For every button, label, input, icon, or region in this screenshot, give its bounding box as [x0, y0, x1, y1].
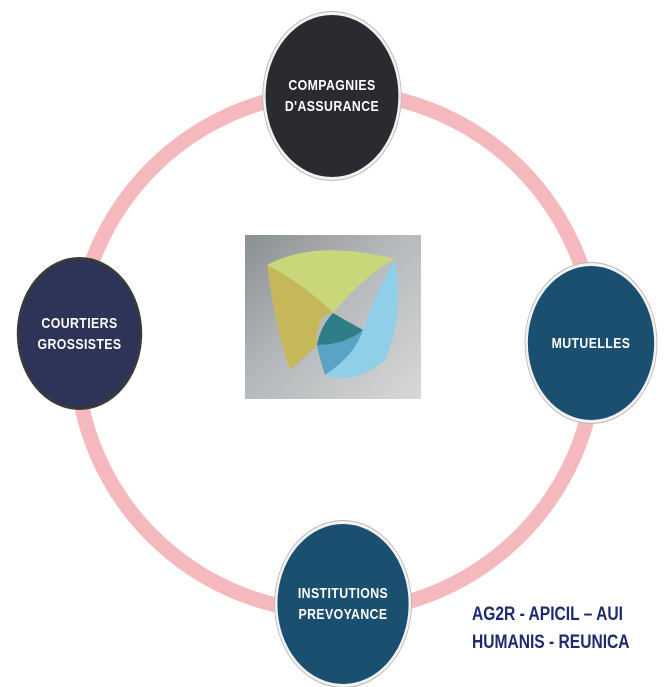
node-left-line2: GROSSISTES — [37, 335, 122, 353]
caption-line-2: HUMANIS - REUNICA — [472, 632, 630, 653]
node-top-line1: COMPAGNIES — [288, 77, 376, 94]
node-institutions-prevoyance: INSTITUTIONS PREVOYANCE — [274, 521, 412, 687]
node-compagnies-assurance: COMPAGNIES D'ASSURANCE — [263, 12, 401, 180]
node-mutuelles: MUTUELLES — [525, 263, 657, 423]
node-bottom-line1: INSTITUTIONS — [297, 585, 389, 602]
caption-line-1: AG2R - APICIL – AUI — [472, 604, 623, 625]
triangular-ribbon-logo-icon — [267, 250, 399, 378]
logo — [245, 235, 421, 399]
node-left-line1: COURTIERS — [41, 314, 118, 332]
node-right-line1: MUTUELLES — [551, 334, 631, 352]
node-top-line2: D'ASSURANCE — [284, 98, 380, 115]
node-courtiers-grossistes: COURTIERS GROSSISTES — [16, 257, 143, 410]
node-bottom-line2: PREVOYANCE — [298, 606, 388, 623]
